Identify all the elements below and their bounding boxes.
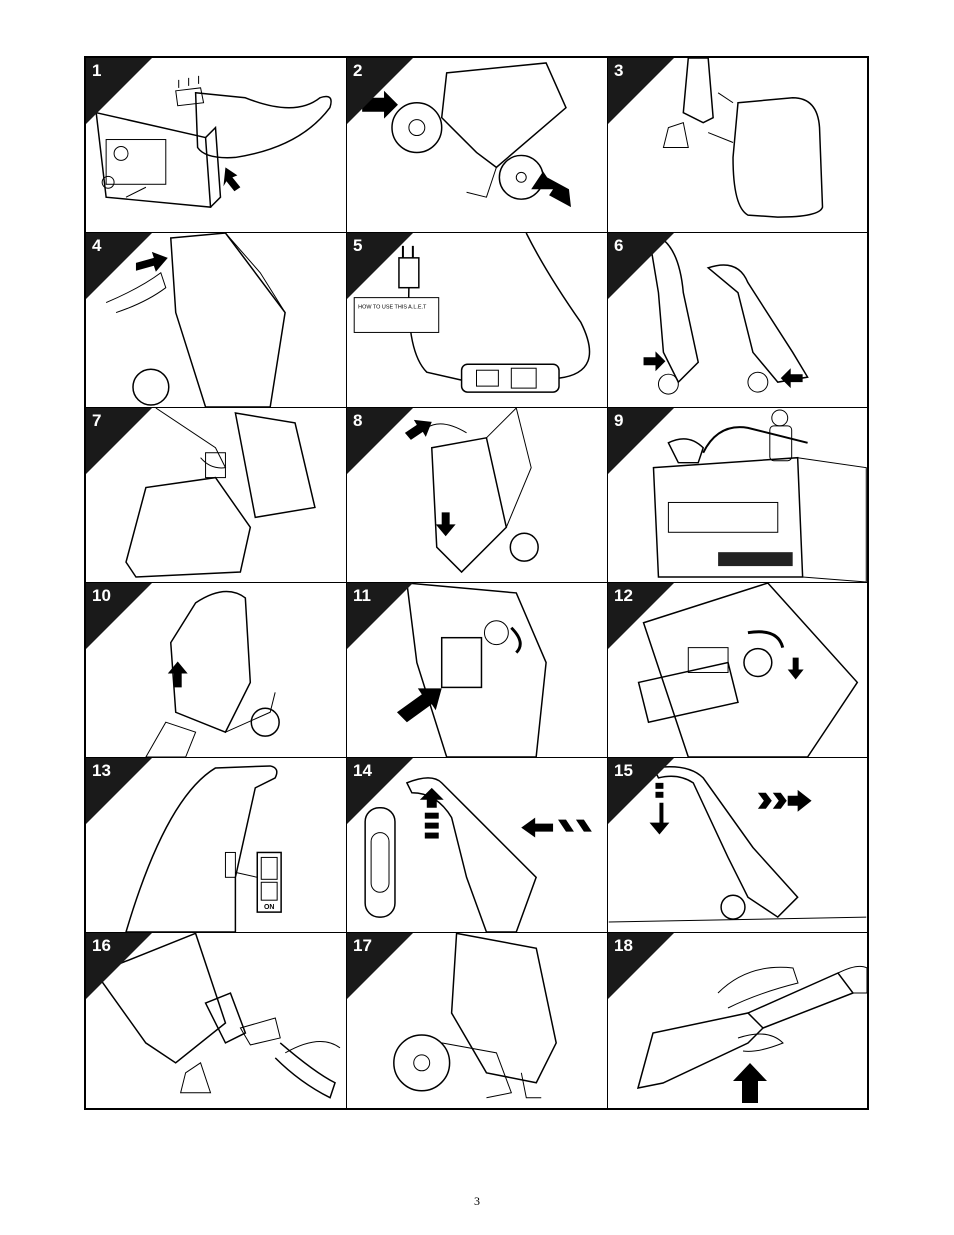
step-badge — [608, 233, 674, 299]
step-number: 11 — [353, 586, 371, 605]
step-number: 1 — [92, 61, 102, 80]
step-number: 12 — [614, 586, 633, 605]
step-badge — [347, 408, 413, 474]
step-badge — [608, 583, 674, 649]
step-9-illustration — [652, 409, 867, 582]
step-6-panel: 6 — [608, 233, 867, 408]
step-badge — [347, 58, 413, 124]
step-badge — [608, 408, 674, 474]
step-14-illustration — [364, 777, 592, 932]
page-number: 3 — [474, 1194, 480, 1208]
step-18-panel: 18 — [608, 933, 867, 1108]
step-badge — [86, 583, 152, 649]
step-number: 10 — [92, 586, 111, 605]
step-badge — [608, 58, 674, 124]
step-2-panel: 2 — [347, 58, 608, 233]
step-number: 14 — [353, 761, 372, 780]
step-number: 13 — [92, 761, 111, 780]
step-13-panel: ON 13 — [86, 758, 347, 933]
step-9-panel: 9 — [608, 408, 867, 583]
step-17-panel: 17 — [347, 933, 608, 1108]
step-5-card-label: HOW TO USE THIS A.L.E.T — [358, 305, 427, 311]
step-number: 5 — [353, 236, 363, 255]
step-badge — [347, 583, 413, 649]
step-badge — [608, 758, 674, 824]
step-badge — [86, 408, 152, 474]
step-number: 8 — [353, 411, 363, 430]
step-7-illustration — [125, 408, 316, 578]
step-badge — [608, 933, 674, 999]
step-number: 2 — [353, 61, 363, 80]
step-3-panel: 3 — [608, 58, 867, 233]
step-3-illustration — [662, 58, 824, 218]
step-number: 3 — [614, 61, 624, 80]
step-badge — [347, 933, 413, 999]
step-number: 15 — [614, 761, 633, 780]
step-12-illustration — [637, 583, 859, 757]
step-number: 7 — [92, 411, 102, 430]
step-11-panel: 11 — [347, 583, 608, 758]
step-15-panel: 15 — [608, 758, 867, 933]
step-number: 6 — [614, 236, 624, 255]
step-10-illustration — [145, 590, 280, 757]
step-number: 16 — [92, 936, 111, 955]
step-badge — [347, 758, 413, 824]
step-badge — [347, 233, 413, 299]
step-number: 4 — [92, 236, 102, 255]
step-number: 18 — [614, 936, 633, 955]
step-badge — [86, 933, 152, 999]
step-5-panel: HOW TO USE THIS A.L.E.T 5 — [347, 233, 608, 408]
step-12-panel: 12 — [608, 583, 867, 758]
step-1-panel: 1 — [86, 58, 347, 233]
step-18-illustration — [636, 965, 867, 1103]
step-11-illustration — [396, 583, 547, 757]
step-badge — [86, 758, 152, 824]
step-10-panel: 10 — [86, 583, 347, 758]
step-number: 9 — [614, 411, 624, 430]
step-13-switch-label: ON — [264, 904, 274, 911]
step-16-panel: 16 — [86, 933, 347, 1108]
step-14-panel: 14 — [347, 758, 608, 933]
step-13-illustration: ON — [125, 765, 282, 932]
step-16-illustration — [94, 933, 341, 1099]
step-7-panel: 7 — [86, 408, 347, 583]
instruction-figure-grid: 1 2 3 — [84, 56, 869, 1110]
step-number: 17 — [353, 936, 372, 955]
step-badge — [86, 233, 152, 299]
step-17-illustration — [393, 933, 557, 1099]
step-4-panel: 4 — [86, 233, 347, 408]
step-1-illustration — [95, 75, 332, 208]
step-8-panel: 8 — [347, 408, 608, 583]
step-badge — [86, 58, 152, 124]
